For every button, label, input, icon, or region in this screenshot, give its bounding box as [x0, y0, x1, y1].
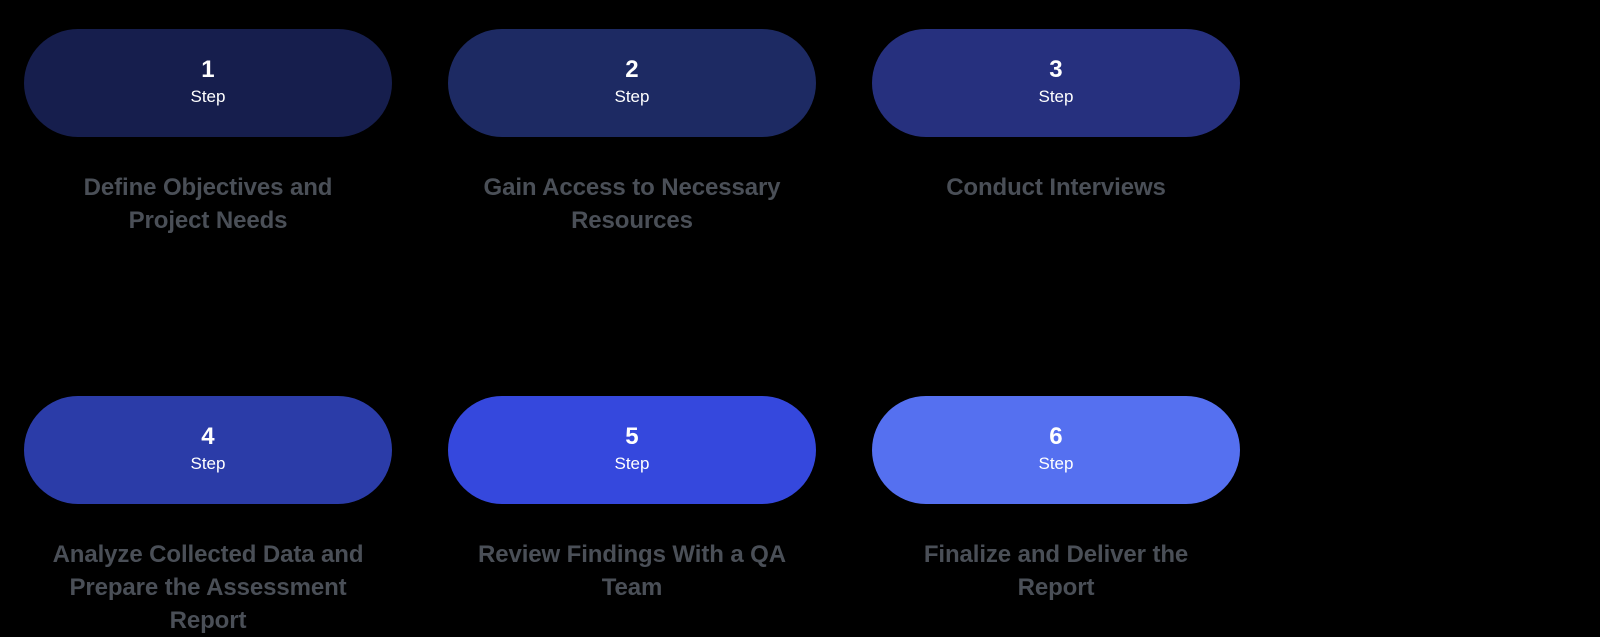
step-number-2: 2 — [625, 55, 639, 83]
step-pill-2[interactable]: 2 Step — [448, 29, 816, 137]
step-pill-4[interactable]: 4 Step — [24, 396, 392, 504]
steps-grid: 1 Step Define Objectives and Project Nee… — [24, 29, 1576, 637]
step-caption-6: Finalize and Deliver the Report — [923, 541, 1189, 601]
step-caption-5: Review Findings With a QA Team — [478, 541, 786, 601]
step-caption-2: Gain Access to Necessary Resources — [483, 174, 781, 234]
step-cell-1[interactable]: 1 Step Define Objectives and Project Nee… — [24, 29, 392, 237]
step-word-6: Step — [1038, 453, 1074, 473]
step-caption-4: Analyze Collected Data and Prepare the A… — [52, 541, 364, 634]
step-pill-1[interactable]: 1 Step — [24, 29, 392, 137]
step-caption-3: Conduct Interviews — [946, 174, 1166, 201]
step-number-5: 5 — [625, 422, 639, 450]
step-number-3: 3 — [1049, 55, 1063, 83]
step-cell-6[interactable]: 6 Step Finalize and Deliver the Report — [872, 396, 1240, 637]
step-word-3: Step — [1038, 86, 1074, 106]
step-pill-6[interactable]: 6 Step — [872, 396, 1240, 504]
step-word-5: Step — [614, 453, 650, 473]
step-word-1: Step — [190, 86, 226, 106]
step-pill-3[interactable]: 3 Step — [872, 29, 1240, 137]
step-number-1: 1 — [201, 55, 215, 83]
step-number-6: 6 — [1049, 422, 1063, 450]
step-word-4: Step — [190, 453, 226, 473]
step-number-4: 4 — [201, 422, 215, 450]
step-pill-5[interactable]: 5 Step — [448, 396, 816, 504]
step-cell-5[interactable]: 5 Step Review Findings With a QA Team — [448, 396, 816, 637]
step-diagram-canvas: 1 Step Define Objectives and Project Nee… — [24, 29, 1240, 634]
step-cell-empty-row1 — [1296, 29, 1600, 237]
step-cell-3[interactable]: 3 Step Conduct Interviews — [872, 29, 1240, 237]
step-cell-2[interactable]: 2 Step Gain Access to Necessary Resource… — [448, 29, 816, 237]
step-cell-4[interactable]: 4 Step Analyze Collected Data and Prepar… — [24, 396, 392, 637]
step-cell-empty-row2 — [1296, 396, 1600, 637]
step-caption-1: Define Objectives and Project Needs — [83, 174, 333, 234]
step-word-2: Step — [614, 86, 650, 106]
